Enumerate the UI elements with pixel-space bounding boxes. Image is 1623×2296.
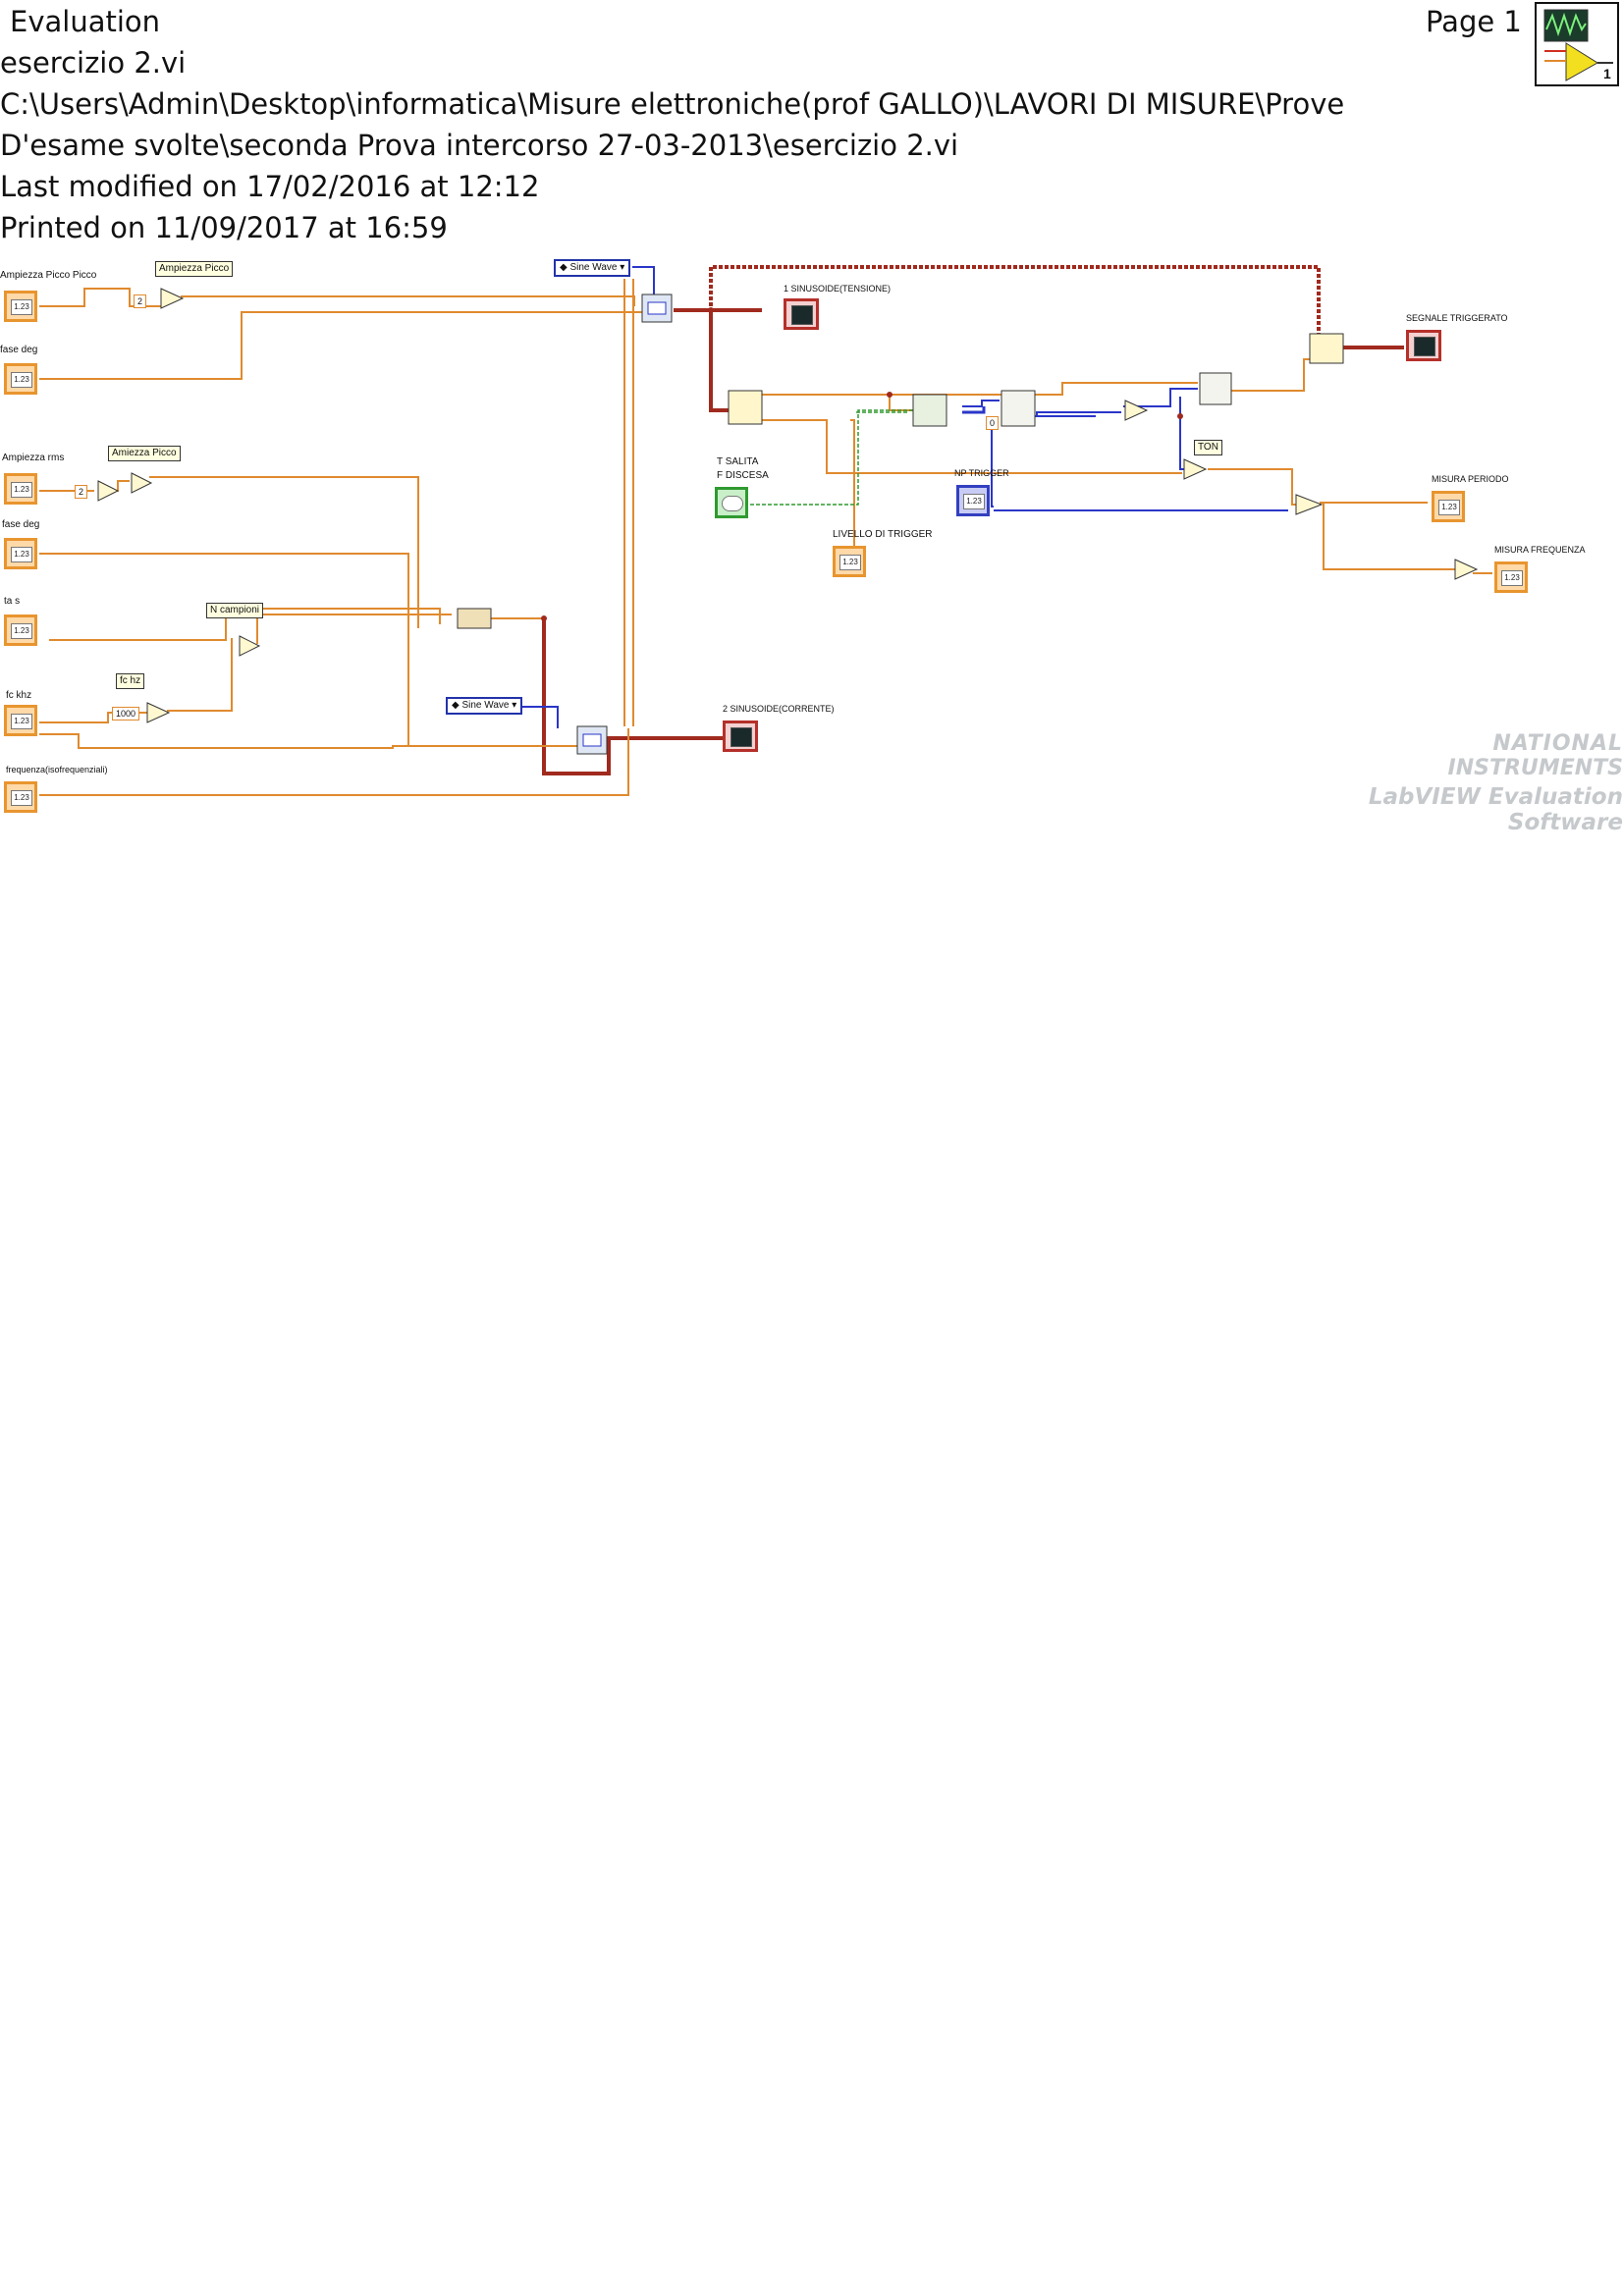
label-livello-trigger: LIVELLO DI TRIGGER <box>833 530 933 540</box>
control-trigger-slope[interactable] <box>715 487 748 518</box>
const-two-b: 2 <box>75 485 87 499</box>
label-sinusoide-2: 2 SINUSOIDE(CORRENTE) <box>723 705 835 714</box>
terminal-value: 1.23 <box>11 299 32 315</box>
terminal-value: 1.23 <box>11 482 32 498</box>
label-frequenza: frequenza(isofrequenziali) <box>6 766 108 774</box>
const-zero: 0 <box>986 416 999 430</box>
tag-amiezza-picco: Amiezza Picco <box>108 446 181 461</box>
control-ampiezza-picco-picco[interactable]: 1.23 <box>4 291 37 322</box>
label-fase-deg-2: fase deg <box>2 520 39 530</box>
watermark-labview: LabVIEW Evaluation Software <box>1276 784 1623 835</box>
indicator-sinusoide-2 <box>723 721 758 752</box>
indicator-sinusoide-1 <box>784 298 819 330</box>
control-fc-khz[interactable]: 1.23 <box>4 705 37 736</box>
terminal-value: 1.23 <box>11 714 32 729</box>
enum-arrow-icon: ◆ <box>560 262 569 273</box>
graph-icon <box>1414 337 1435 356</box>
control-fase-deg-1[interactable]: 1.23 <box>4 363 37 395</box>
indicator-misura-periodo: 1.23 <box>1432 491 1465 522</box>
graph-icon <box>730 727 752 747</box>
terminal-value: 1.23 <box>11 547 32 562</box>
label-misura-frequenza: MISURA FREQUENZA <box>1494 546 1586 555</box>
label-ta: ta s <box>4 597 20 607</box>
control-livello-trigger[interactable]: 1.23 <box>833 546 866 577</box>
label-f-discesa: F DISCESA <box>717 471 769 481</box>
tag-fc-hz: fc hz <box>116 673 144 689</box>
enum-value: Sine Wave <box>461 700 509 711</box>
label-ampiezza-rms: Ampiezza rms <box>2 454 64 463</box>
indicator-misura-frequenza: 1.23 <box>1494 561 1528 593</box>
terminal-value: 1.23 <box>963 494 985 509</box>
ni-evaluation-watermark: NATIONAL INSTRUMENTS LabVIEW Evaluation … <box>1276 731 1623 835</box>
enum-sine-wave-1[interactable]: ◆ Sine Wave ▾ <box>554 259 630 277</box>
tag-ampiezza-picco: Ampiezza Picco <box>155 261 233 277</box>
label-segnale-triggerato: SEGNALE TRIGGERATO <box>1406 314 1508 323</box>
label-ampiezza-picco-picco: Ampiezza Picco Picco <box>0 271 96 281</box>
watermark-national: NATIONAL <box>1276 731 1623 756</box>
enum-value: Sine Wave <box>569 262 617 273</box>
terminal-value: 1.23 <box>1438 500 1460 515</box>
terminal-value: 1.23 <box>11 790 32 806</box>
const-two-a: 2 <box>134 294 146 308</box>
label-np-trigger: NP TRIGGER <box>954 469 1009 478</box>
control-frequenza[interactable]: 1.23 <box>4 781 37 813</box>
tag-n-campioni: N campioni <box>206 603 263 618</box>
control-ampiezza-rms[interactable]: 1.23 <box>4 473 37 505</box>
terminal-value: 1.23 <box>11 372 32 388</box>
enum-sine-wave-2[interactable]: ◆ Sine Wave ▾ <box>446 697 522 715</box>
control-ta[interactable]: 1.23 <box>4 614 37 646</box>
tag-ton: TON <box>1194 440 1222 455</box>
chevron-down-icon: ▾ <box>617 262 624 273</box>
toggle-icon <box>722 496 743 511</box>
label-fc-khz: fc khz <box>6 691 31 701</box>
label-sinusoide-1: 1 SINUSOIDE(TENSIONE) <box>784 285 891 294</box>
watermark-instruments: INSTRUMENTS <box>1276 756 1623 780</box>
label-misura-periodo: MISURA PERIODO <box>1432 475 1509 484</box>
indicator-segnale-triggerato <box>1406 330 1441 361</box>
indicator-np-trigger: 1.23 <box>956 485 990 516</box>
graph-icon <box>791 305 813 325</box>
chevron-down-icon: ▾ <box>509 700 516 711</box>
label-fase-deg-1: fase deg <box>0 346 37 355</box>
const-thousand: 1000 <box>112 707 139 721</box>
enum-arrow-icon: ◆ <box>452 700 461 711</box>
terminal-value: 1.23 <box>1501 570 1523 586</box>
control-fase-deg-2[interactable]: 1.23 <box>4 538 37 569</box>
label-t-salita: T SALITA <box>717 457 758 467</box>
terminal-value: 1.23 <box>839 555 861 570</box>
terminal-value: 1.23 <box>11 623 32 639</box>
